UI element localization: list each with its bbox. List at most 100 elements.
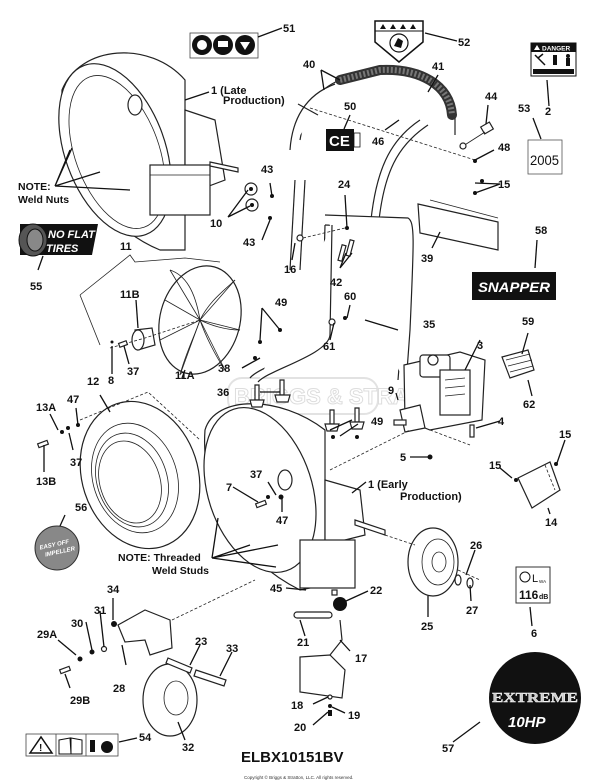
decal-51-safety-gear[interactable] xyxy=(189,32,259,59)
callout-30: 30 xyxy=(71,618,83,630)
callout-14: 14 xyxy=(545,517,558,529)
callout-24: 24 xyxy=(338,179,351,191)
svg-text:NO FLAT: NO FLAT xyxy=(48,229,96,241)
callout-23: 23 xyxy=(195,636,207,648)
callout-19: 19 xyxy=(348,710,360,722)
callout-15-right: 15 xyxy=(559,429,571,441)
callout-11a: 11A xyxy=(175,370,195,382)
cover-plate-14[interactable] xyxy=(517,461,561,509)
decal-52-hand-warning[interactable] xyxy=(374,20,424,63)
callout-1-early: 1 (Early xyxy=(368,479,409,491)
callout-1-late: 1 (Late xyxy=(211,85,246,97)
callout-39: 39 xyxy=(421,253,433,265)
note-weld-nuts: NOTE: Weld Nuts xyxy=(18,147,131,206)
callout-29b: 29B xyxy=(70,695,90,707)
decal-53-year[interactable]: 2005 xyxy=(527,139,563,175)
hardware-fasteners xyxy=(36,159,558,675)
callout-2: 2 xyxy=(545,106,551,118)
callout-labels: 51 52 1 (Late Production) 40 41 2 50 44 … xyxy=(30,23,571,755)
upper-handle[interactable] xyxy=(289,64,457,271)
callout-50: 50 xyxy=(344,101,356,113)
callout-26: 26 xyxy=(470,540,482,552)
callout-25: 25 xyxy=(421,621,433,633)
decal-50-ce[interactable]: CE xyxy=(326,129,361,151)
callout-48: 48 xyxy=(498,142,510,154)
callout-5: 5 xyxy=(400,452,406,464)
callout-42: 42 xyxy=(330,277,342,289)
decal-54-warnings[interactable]: ! xyxy=(25,733,119,757)
callout-37-housing: 37 xyxy=(250,469,262,481)
note-threaded-weld-studs: NOTE: Threaded Weld Studs xyxy=(118,517,279,577)
callout-13a: 13A xyxy=(36,402,56,414)
deflector-assembly[interactable] xyxy=(293,597,347,716)
callout-53: 53 xyxy=(518,103,530,115)
decal-6-sound-level[interactable]: L WA 116 dB xyxy=(515,566,551,604)
discharge-deflector[interactable] xyxy=(417,199,499,251)
callout-54: 54 xyxy=(139,732,152,744)
decal-57-extreme-10hp[interactable]: EXTREME 10HP xyxy=(489,652,581,744)
callout-52: 52 xyxy=(458,37,470,49)
callout-1-early-line2: Production) xyxy=(400,491,462,503)
engine-assembly[interactable] xyxy=(329,351,486,471)
callout-46: 46 xyxy=(372,136,384,148)
callout-57: 57 xyxy=(442,743,454,755)
grille-59[interactable] xyxy=(501,349,535,379)
callout-60: 60 xyxy=(344,291,356,303)
callout-22: 22 xyxy=(370,585,382,597)
callout-10: 10 xyxy=(210,218,222,230)
impeller-assembly[interactable] xyxy=(79,254,253,383)
callout-17: 17 xyxy=(355,653,367,665)
leader-lines xyxy=(37,27,566,743)
svg-text:116: 116 xyxy=(519,588,539,602)
svg-text:Weld Nuts: Weld Nuts xyxy=(18,194,69,206)
callout-44: 44 xyxy=(485,91,498,103)
callout-62: 62 xyxy=(523,399,535,411)
svg-text:EXTREME: EXTREME xyxy=(492,691,578,706)
lower-handle[interactable] xyxy=(249,214,414,386)
blower-housing-early[interactable] xyxy=(184,393,386,591)
wheel-right[interactable] xyxy=(384,527,481,597)
callout-59: 59 xyxy=(522,316,534,328)
callout-7: 7 xyxy=(226,482,232,494)
decal-56-easy-off-impeller[interactable]: EASY OFF IMPELLER xyxy=(34,525,80,571)
callout-12: 12 xyxy=(87,376,99,388)
housing-front-cover[interactable] xyxy=(62,386,219,565)
callout-41: 41 xyxy=(432,61,444,73)
callout-38: 38 xyxy=(218,363,230,375)
callout-4: 4 xyxy=(498,416,505,428)
decal-2-danger[interactable]: DANGER xyxy=(530,42,577,77)
callout-28: 28 xyxy=(113,683,125,695)
svg-text:10HP: 10HP xyxy=(508,714,547,731)
svg-text:DANGER: DANGER xyxy=(542,46,570,53)
callout-49-bottom: 49 xyxy=(371,416,383,428)
decal-55-no-flat-tires[interactable]: NO FLAT TIRES xyxy=(18,223,98,257)
callout-33: 33 xyxy=(226,643,238,655)
callout-15-top: 15 xyxy=(498,179,510,191)
svg-text:SNAPPER: SNAPPER xyxy=(478,279,551,295)
callout-58: 58 xyxy=(535,225,547,237)
svg-text:L: L xyxy=(532,573,538,585)
svg-text:2005: 2005 xyxy=(530,152,559,168)
callout-16: 16 xyxy=(284,264,296,276)
throttle-control[interactable] xyxy=(459,121,495,150)
svg-text:TIRES: TIRES xyxy=(46,243,79,255)
callout-20: 20 xyxy=(294,722,306,734)
callout-6: 6 xyxy=(531,628,537,640)
callout-51: 51 xyxy=(283,23,295,35)
callout-11: 11 xyxy=(120,241,132,253)
callout-47-cover: 47 xyxy=(67,394,79,406)
blower-housing-late[interactable] xyxy=(37,48,239,251)
svg-text:NOTE:: NOTE: xyxy=(18,181,51,193)
caster-bracket[interactable] xyxy=(117,579,256,656)
callout-15-left: 15 xyxy=(489,460,501,472)
svg-text:CE: CE xyxy=(329,133,350,150)
callout-9: 9 xyxy=(388,385,394,397)
axle-pins[interactable] xyxy=(165,657,227,687)
decal-58-snapper[interactable]: SNAPPER xyxy=(472,272,556,300)
callout-40: 40 xyxy=(303,59,315,71)
wheel-left[interactable] xyxy=(142,663,198,737)
svg-text:!: ! xyxy=(39,743,42,754)
svg-text:WA: WA xyxy=(539,579,546,584)
